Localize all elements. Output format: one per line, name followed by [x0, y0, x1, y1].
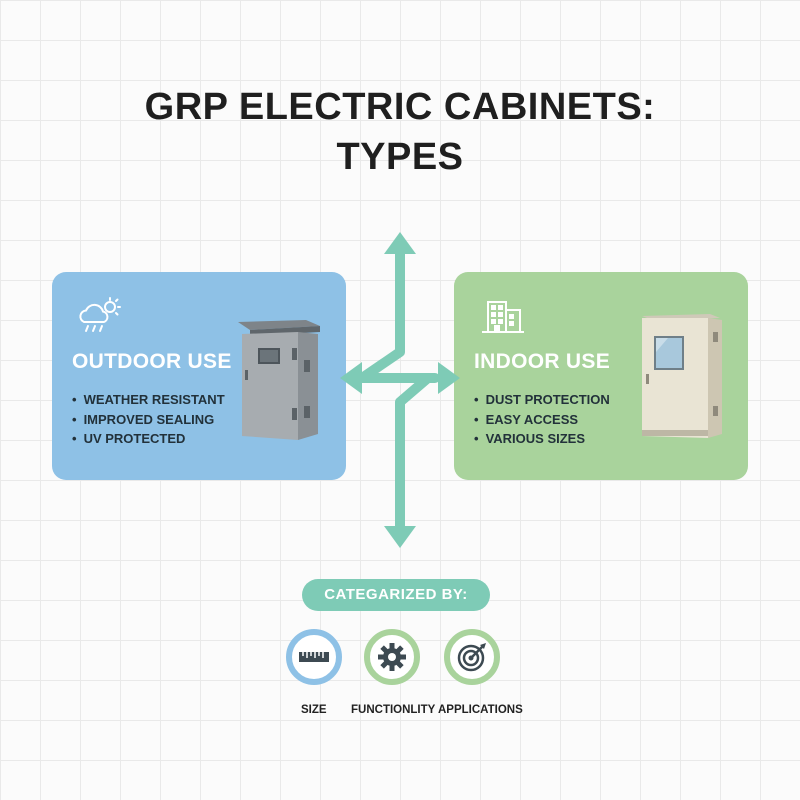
title-line-2: TYPES — [336, 136, 464, 178]
indoor-use-card: INDOOR USE DUST PROTECTION EASY ACCESS V… — [454, 272, 748, 480]
indoor-feature-list: DUST PROTECTION EASY ACCESS VARIOUS SIZE… — [474, 390, 610, 449]
list-item: IMPROVED SEALING — [72, 410, 225, 430]
outdoor-use-card: OUTDOOR USE WEATHER RESISTANT IMPROVED S… — [52, 272, 346, 480]
target-icon — [457, 643, 486, 672]
functionality-category — [364, 629, 420, 685]
size-category — [286, 629, 342, 685]
categorized-by-label: CATEGARIZED BY: — [302, 579, 490, 611]
list-item: WEATHER RESISTANT — [72, 390, 225, 410]
weather-cloud-sun-rain-icon — [79, 297, 121, 332]
list-item: EASY ACCESS — [474, 410, 610, 430]
functionality-caption: FUNCTIONLITY — [351, 704, 436, 716]
connector-arrows — [340, 232, 460, 548]
size-caption: SIZE — [301, 704, 327, 716]
gear-icon — [378, 643, 406, 671]
applications-caption: APPLICATIONS — [438, 704, 523, 716]
office-building-icon — [482, 301, 524, 333]
ruler-icon — [299, 652, 329, 662]
list-item: VARIOUS SIZES — [474, 429, 610, 449]
outdoor-use-heading: OUTDOOR USE — [72, 350, 232, 373]
indoor-use-heading: INDOOR USE — [474, 350, 611, 373]
outdoor-feature-list: WEATHER RESISTANT IMPROVED SEALING UV PR… — [72, 390, 225, 449]
list-item: DUST PROTECTION — [474, 390, 610, 410]
outdoor-cabinet-illustration — [238, 320, 320, 440]
list-item: UV PROTECTED — [72, 429, 225, 449]
page-title: GRP ELECTRIC CABINETS: TYPES — [0, 82, 800, 182]
title-line-1: GRP ELECTRIC CABINETS: — [144, 86, 656, 128]
applications-category — [444, 629, 500, 685]
indoor-cabinet-illustration — [642, 314, 722, 438]
